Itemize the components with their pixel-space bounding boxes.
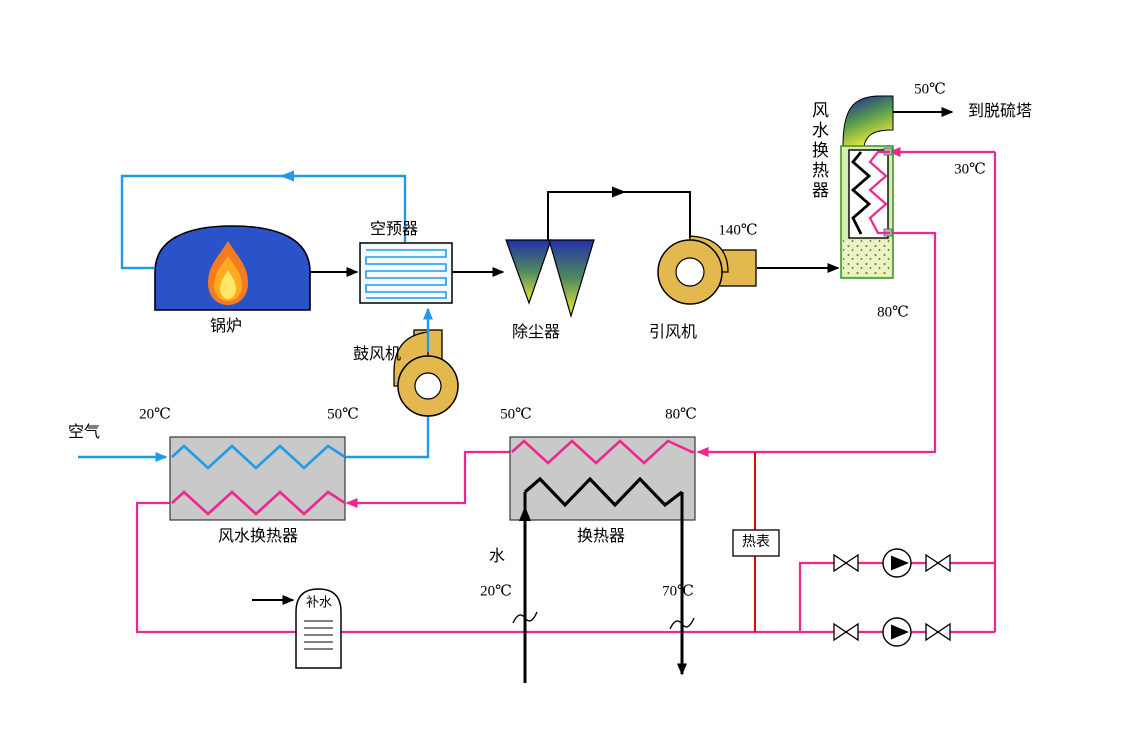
pump-icon <box>882 548 912 578</box>
induced-fan-label: 引风机 <box>648 324 698 341</box>
temp-flue-to-hx: 140℃ <box>718 222 758 239</box>
water-lines <box>523 492 687 683</box>
flue-water-hx-shape <box>840 95 894 279</box>
temp-air-outlet: 50℃ <box>327 406 359 423</box>
air-water-hx-shape <box>169 436 346 521</box>
flame-icon <box>208 241 248 305</box>
air-preheater-label: 空预器 <box>369 221 419 238</box>
temp-water-supply: 80℃ <box>877 304 909 321</box>
dust-collector-shape <box>505 239 595 319</box>
air-water-hx-label: 风水换热器 <box>217 528 299 545</box>
air-preheater-shape <box>359 242 453 304</box>
air-flow-arrow <box>280 170 294 182</box>
water-up-arrow <box>519 506 531 521</box>
temp-stack-outlet: 50℃ <box>914 81 946 98</box>
heat-exchanger-label: 换热器 <box>576 528 626 545</box>
valve-icon <box>833 622 859 642</box>
heat-meter-box <box>732 529 780 557</box>
forced-draft-fan-shape <box>393 329 459 417</box>
pump-icon <box>882 617 912 647</box>
temp-exchanger-left: 50℃ <box>500 406 532 423</box>
air-stream-label: 空气 <box>67 424 101 441</box>
pump-branch-top <box>833 548 951 578</box>
valve-icon <box>925 553 951 573</box>
induced-draft-fan-shape <box>657 235 757 305</box>
pipe-break-marks <box>512 611 695 630</box>
water-stream-label: 水 <box>488 548 506 565</box>
valve-icon <box>925 622 951 642</box>
valve-icon <box>833 553 859 573</box>
heat-meter-label: 热表 <box>742 535 770 550</box>
water-heat-exchanger-shape <box>509 436 696 521</box>
forced-fan-label: 鼓风机 <box>352 346 402 363</box>
temp-exchanger-right: 80℃ <box>665 406 697 423</box>
desulfurization-label: 到脱硫塔 <box>967 103 1033 120</box>
temp-air-inlet: 20℃ <box>139 406 171 423</box>
temp-water-outlet: 70℃ <box>662 583 694 600</box>
boiler-shape <box>154 225 311 311</box>
makeup-water-label: 补水 <box>305 594 333 610</box>
air-lines <box>78 174 430 462</box>
makeup-water-tank-shape <box>295 588 342 669</box>
boiler-label: 锅炉 <box>209 318 243 335</box>
pump-branch-bottom <box>833 617 951 647</box>
dust-collector-label: 除尘器 <box>511 324 561 341</box>
temp-water-return: 30℃ <box>954 161 986 178</box>
hot-water-circuit-lines <box>135 147 997 634</box>
flue-flow-arrow <box>612 186 626 198</box>
flue-water-hx-label: 风水换热器 <box>809 101 828 201</box>
temp-water-inlet: 20℃ <box>480 583 512 600</box>
